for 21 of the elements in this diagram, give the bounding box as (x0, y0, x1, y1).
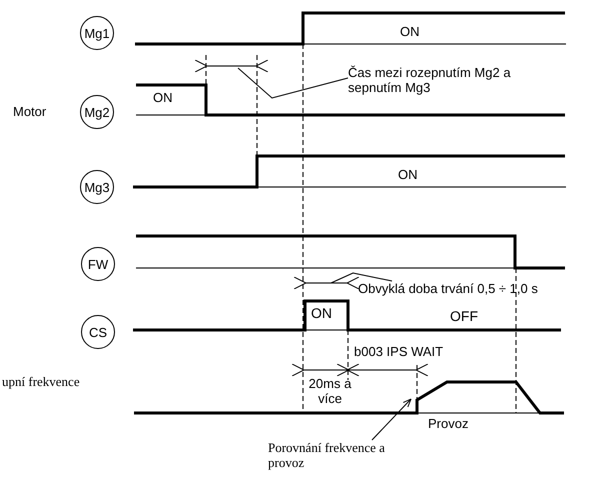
row-label: Motor (13, 104, 46, 119)
state-label: OFF (450, 309, 478, 324)
signal-circle: CS (81, 315, 115, 349)
state-label: ON (311, 306, 332, 321)
annotation-text: Obvyklá doba trvání 0,5 ÷ 1,0 s (358, 281, 588, 296)
signal-circle: Mg3 (80, 170, 114, 204)
state-label: ON (153, 90, 172, 105)
row-label: upní frekvence (2, 374, 80, 389)
timing-label: b003 IPS WAIT (354, 344, 444, 359)
state-label: ON (400, 24, 420, 39)
signal-circle: FW (81, 247, 115, 281)
leader-line (238, 68, 348, 99)
signal-circle: Mg2 (80, 95, 114, 129)
signal-circle: Mg1 (80, 16, 114, 50)
timing-label: 20ms a více (308, 376, 352, 406)
annotation-text: Čas mezi rozepnutím Mg2 a sepnutím Mg3 (348, 65, 548, 95)
leader-arrow (372, 398, 412, 440)
state-label: Provoz (428, 416, 468, 431)
leader-line (330, 272, 392, 284)
state-label: ON (398, 167, 418, 182)
annotation-text: Porovnání frekvence a provoz (268, 440, 418, 470)
